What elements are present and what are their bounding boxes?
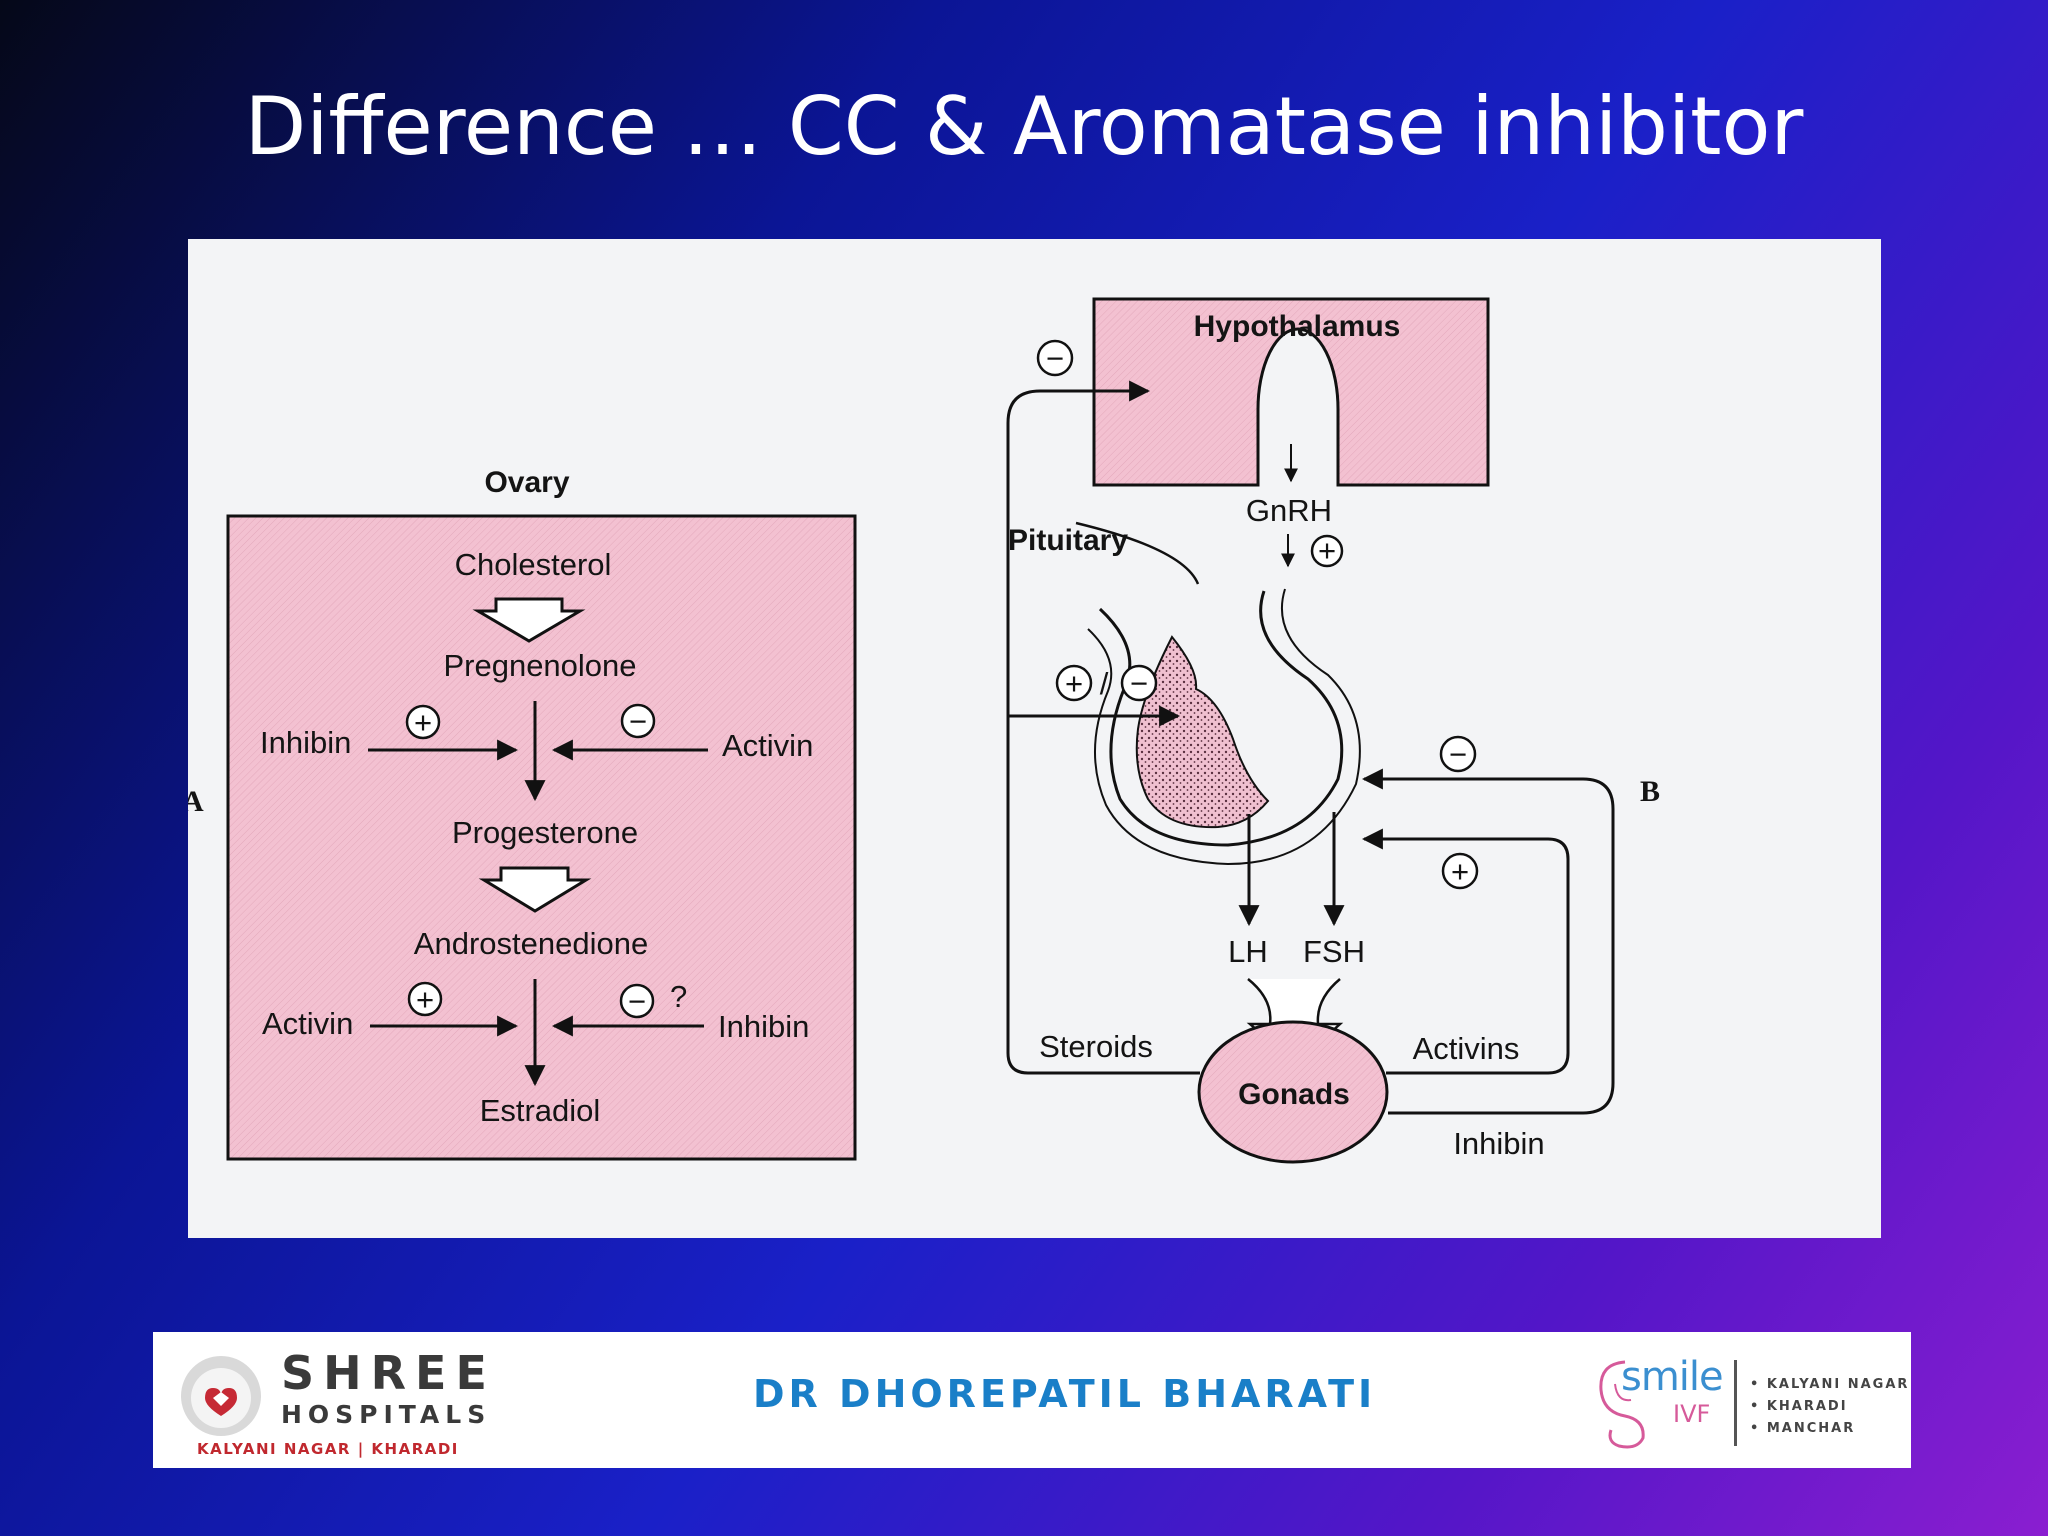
- row1-plus-icon: +: [405, 704, 441, 740]
- pituitary-stalk-outline: [1087, 588, 1361, 866]
- gonads-label: Gonads: [1238, 1078, 1350, 1111]
- shree-locations: KALYANI NAGAR | KHARADI: [197, 1440, 459, 1458]
- row2-minus-icon: −: [619, 983, 655, 1019]
- slide-title: Difference … CC & Aromatase inhibitor: [244, 80, 1804, 173]
- svg-text:−: −: [1130, 666, 1148, 701]
- smile-ivf-text: IVF: [1673, 1400, 1711, 1428]
- activins-label: Activins: [1413, 1031, 1520, 1066]
- footer-banner: SHREE HOSPITALS KALYANI NAGAR | KHARADI …: [153, 1332, 1911, 1468]
- shree-hospitals-logo-icon: [181, 1356, 261, 1436]
- row2-left-label: Activin: [262, 1006, 353, 1041]
- inhibin-loop-to-pituitary: [1361, 768, 1615, 1115]
- gonads-ellipse: [1197, 1020, 1389, 1164]
- androstenedione-label: Androstenedione: [414, 926, 648, 961]
- pituitary-plus-minus-icon: + / −: [1055, 664, 1158, 702]
- question-mark: ?: [670, 979, 687, 1014]
- svg-text:−: −: [1449, 737, 1467, 772]
- steroids-loop-to-hypothalamus: [1006, 380, 1200, 1075]
- smile-word: smile: [1621, 1354, 1724, 1400]
- activins-loop-to-pituitary: [1361, 828, 1570, 1075]
- row1-left-label: Inhibin: [260, 725, 351, 760]
- fsh-label: FSH: [1303, 934, 1365, 969]
- svg-text:−: −: [629, 704, 647, 739]
- progesterone-label: Progesterone: [452, 815, 638, 850]
- panel-b-letter: B: [1640, 775, 1660, 808]
- smile-location-item: • MANCHAR: [1750, 1421, 1856, 1436]
- inhibin-minus-icon: −: [1439, 735, 1477, 773]
- cholesterol-to-pregnenolone-arrow: [472, 597, 586, 643]
- pituitary-pointer: [1075, 521, 1200, 585]
- hypothalamus-box: [1092, 297, 1490, 487]
- svg-text:−: −: [628, 984, 646, 1019]
- shree-sub: HOSPITALS: [281, 1400, 492, 1429]
- pregnenolone-label: Pregnenolone: [443, 648, 636, 683]
- svg-text:+: +: [1318, 533, 1336, 568]
- row2-plus-icon: +: [407, 981, 443, 1017]
- estradiol-label: Estradiol: [480, 1093, 601, 1128]
- row1-minus-icon: −: [620, 703, 656, 739]
- smile-location-item: • KHARADI: [1750, 1399, 1848, 1414]
- row2-right-label: Inhibin: [718, 1009, 809, 1044]
- hormone-diagram-figure: A Ovary Cholesterol Pregnenolone Inhibin…: [188, 239, 1881, 1238]
- row1-right-label: Activin: [722, 728, 813, 763]
- svg-text:/: /: [1100, 666, 1109, 701]
- svg-text:+: +: [1065, 666, 1083, 701]
- smile-location-item: • KALYANI NAGAR: [1750, 1377, 1910, 1392]
- progesterone-to-androstenedione-arrow: [478, 866, 592, 913]
- cholesterol-label: Cholesterol: [455, 547, 612, 582]
- smile-ivf-logo-icon: [1599, 1360, 1645, 1449]
- pituitary-label: Pituitary: [1008, 524, 1128, 557]
- anterior-pituitary: [1135, 635, 1270, 829]
- inhibin-label: Inhibin: [1453, 1126, 1544, 1161]
- svg-text:−: −: [1046, 341, 1064, 376]
- ovary-header: Ovary: [484, 466, 569, 499]
- svg-text:+: +: [414, 705, 432, 740]
- shree-name: SHREE: [281, 1346, 496, 1400]
- smile-divider: [1734, 1360, 1737, 1446]
- smile-location-list: • KALYANI NAGAR • KHARADI • MANCHAR: [1750, 1374, 1909, 1440]
- svg-text:+: +: [416, 982, 434, 1017]
- activins-plus-icon: +: [1441, 852, 1479, 890]
- hormone-diagram: A Ovary Cholesterol Pregnenolone Inhibin…: [188, 297, 1660, 1164]
- gnrh-label: GnRH: [1246, 493, 1332, 528]
- hypothalamus-label: Hypothalamus: [1194, 310, 1401, 343]
- doctor-name: DR DHOREPATIL BHARATI: [753, 1372, 1377, 1416]
- steroids-label: Steroids: [1039, 1029, 1153, 1064]
- lh-label: LH: [1228, 934, 1268, 969]
- svg-text:+: +: [1451, 854, 1469, 889]
- gnrh-plus-icon: +: [1310, 533, 1344, 568]
- panel-a-letter: A: [188, 785, 204, 818]
- hypothalamus-minus-icon: −: [1036, 339, 1074, 377]
